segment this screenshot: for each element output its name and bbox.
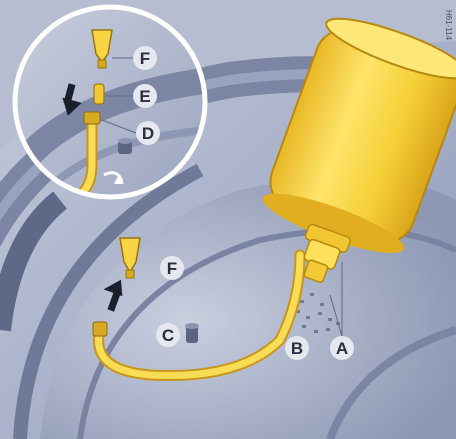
label-f-inset: F (133, 46, 157, 70)
svg-text:B: B (291, 339, 303, 358)
label-a: A (330, 336, 354, 360)
label-e: E (133, 84, 157, 108)
label-b: B (285, 336, 309, 360)
svg-text:E: E (139, 87, 150, 106)
svg-text:A: A (336, 339, 348, 358)
label-c: C (156, 323, 180, 347)
svg-text:D: D (142, 124, 154, 143)
label-f-main: F (160, 256, 184, 280)
svg-text:C: C (162, 326, 174, 345)
figure-code: H61-114 (444, 10, 453, 41)
svg-text:F: F (140, 49, 150, 68)
label-d: D (136, 121, 160, 145)
tire-valve (185, 323, 199, 343)
svg-text:F: F (167, 259, 177, 278)
